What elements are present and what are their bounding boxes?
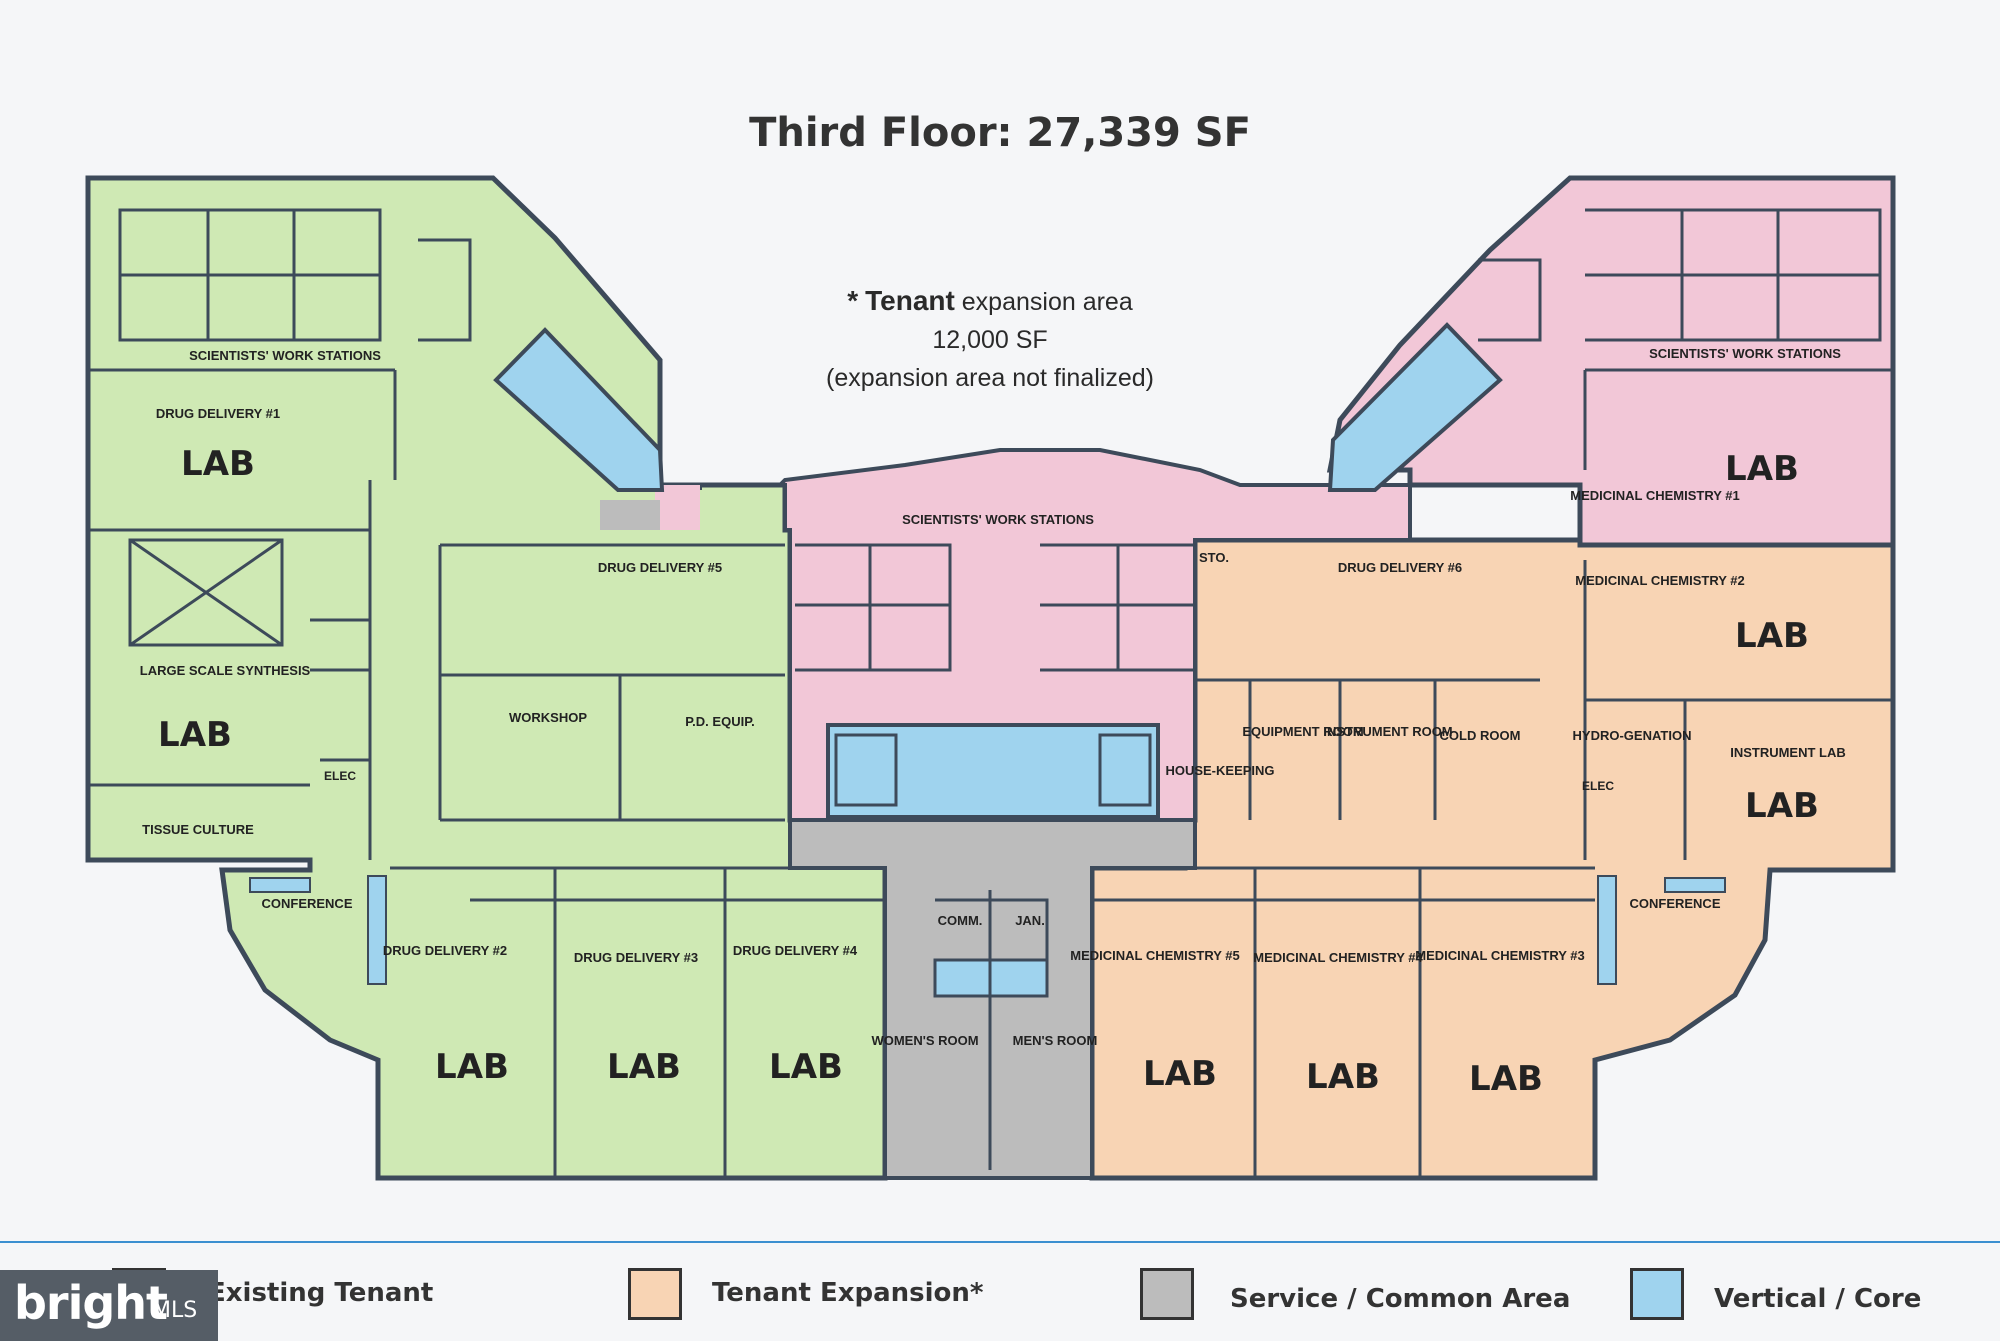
note-rest: expansion area [954,288,1133,316]
room-dd3: DRUG DELIVERY #3 [574,950,698,965]
note-caveat: (expansion area not finalized) [826,364,1154,392]
lab-label-mc3: LAB [1469,1059,1543,1099]
room-cold: COLD ROOM [1440,728,1521,743]
right-wing-walls [1092,208,1893,1178]
note-bold: Tenant [865,285,955,316]
lab-label-mc1: LAB [1725,449,1799,489]
room-ws-left: SCIENTISTS' WORK STATIONS [189,348,381,363]
elevator-left [834,733,898,807]
room-workshop: WORKSHOP [509,710,587,725]
left-wing-walls [88,208,885,1178]
room-comm: COMM. [938,913,983,928]
room-mc2: MEDICINAL CHEMISTRY #2 [1575,573,1745,588]
room-men: MEN'S ROOM [1013,1033,1098,1048]
legend-label-service: Service / Common Area [1230,1284,1571,1314]
legend-swatch-core [1630,1268,1684,1320]
shaft-conf-left [249,877,311,893]
service-corridor-left [600,500,660,530]
expansion-note: * Tenant expansion area 12,000 SF (expan… [700,282,1280,397]
lab-label-dd2: LAB [435,1047,509,1087]
lab-label-lss: LAB [158,715,232,755]
lab-label-mc2: LAB [1735,616,1809,656]
room-tissue: TISSUE CULTURE [142,822,254,837]
room-conf-left: CONFERENCE [261,896,352,911]
room-hydro: HYDRO-GENATION [1573,728,1692,743]
room-pd: P.D. EQUIP. [685,714,755,729]
shaft-conf-right [1664,877,1726,893]
lab-label-mc4: LAB [1306,1057,1380,1097]
center-walls [795,543,1197,1170]
legend-label-expansion: Tenant Expansion* [712,1278,984,1308]
stair-left [493,327,665,492]
lab-label-dd4: LAB [769,1047,843,1087]
brand-watermark: bright MLS [0,1270,218,1341]
room-mc4: MEDICINAL CHEMISTRY #4 [1253,950,1423,965]
room-jan: JAN. [1015,913,1045,928]
stair-right [1327,322,1503,492]
room-instr: INSTRUMENT ROOM [1323,724,1452,739]
legend-swatch-expansion [628,1268,682,1320]
room-labels: SCIENTISTS' WORK STATIONS SCIENTISTS' WO… [140,346,1846,1048]
room-women: WOMEN'S ROOM [871,1033,978,1048]
room-lss: LARGE SCALE SYNTHESIS [140,663,311,678]
legend-label-core: Vertical / Core [1714,1284,1922,1314]
lab-label-instlab: LAB [1745,786,1819,826]
shaft-right-wing [1597,875,1617,985]
lab-label-dd3: LAB [607,1047,681,1087]
legend-label-existing: Existing Tenant [208,1278,434,1308]
legend-divider [0,1241,2000,1243]
room-ws-center: SCIENTISTS' WORK STATIONS [902,512,1094,527]
room-dd5: DRUG DELIVERY #5 [598,560,722,575]
room-equip: EQUIPMENT ROOM [1242,724,1363,739]
watermark-suffix: MLS [152,1298,198,1323]
note-area: 12,000 SF [932,326,1048,354]
room-elec-right: ELEC [1582,779,1614,793]
room-mc3: MEDICINAL CHEMISTRY #3 [1415,948,1585,963]
note-star: * [847,285,859,316]
room-house: HOUSE-KEEPING [1165,763,1274,778]
room-dd2: DRUG DELIVERY #2 [383,943,507,958]
room-conf-right: CONFERENCE [1629,896,1720,911]
room-dd4: DRUG DELIVERY #4 [733,943,858,958]
room-sto: STO. [1199,550,1229,565]
room-elec-left: ELEC [324,769,356,783]
elevator-right [1098,733,1152,807]
shaft-left-wing [367,875,387,985]
lab-labels: LAB LAB LAB LAB LAB LAB LAB LAB LAB LAB … [158,444,1819,1099]
floor-title: Third Floor: 27,339 SF [749,110,1251,156]
pink-corridor-top [655,485,700,530]
legend-swatch-service [1140,1268,1194,1320]
room-dd1: DRUG DELIVERY #1 [156,406,280,421]
room-ws-right: SCIENTISTS' WORK STATIONS [1649,346,1841,361]
room-instlab: INSTRUMENT LAB [1730,745,1846,760]
lab-label-mc5: LAB [1143,1054,1217,1094]
room-mc5: MEDICINAL CHEMISTRY #5 [1070,948,1240,963]
room-mc1: MEDICINAL CHEMISTRY #1 [1570,488,1740,503]
watermark-brand: bright [14,1276,168,1330]
room-dd6: DRUG DELIVERY #6 [1338,560,1462,575]
lab-label-dd1: LAB [181,444,255,484]
